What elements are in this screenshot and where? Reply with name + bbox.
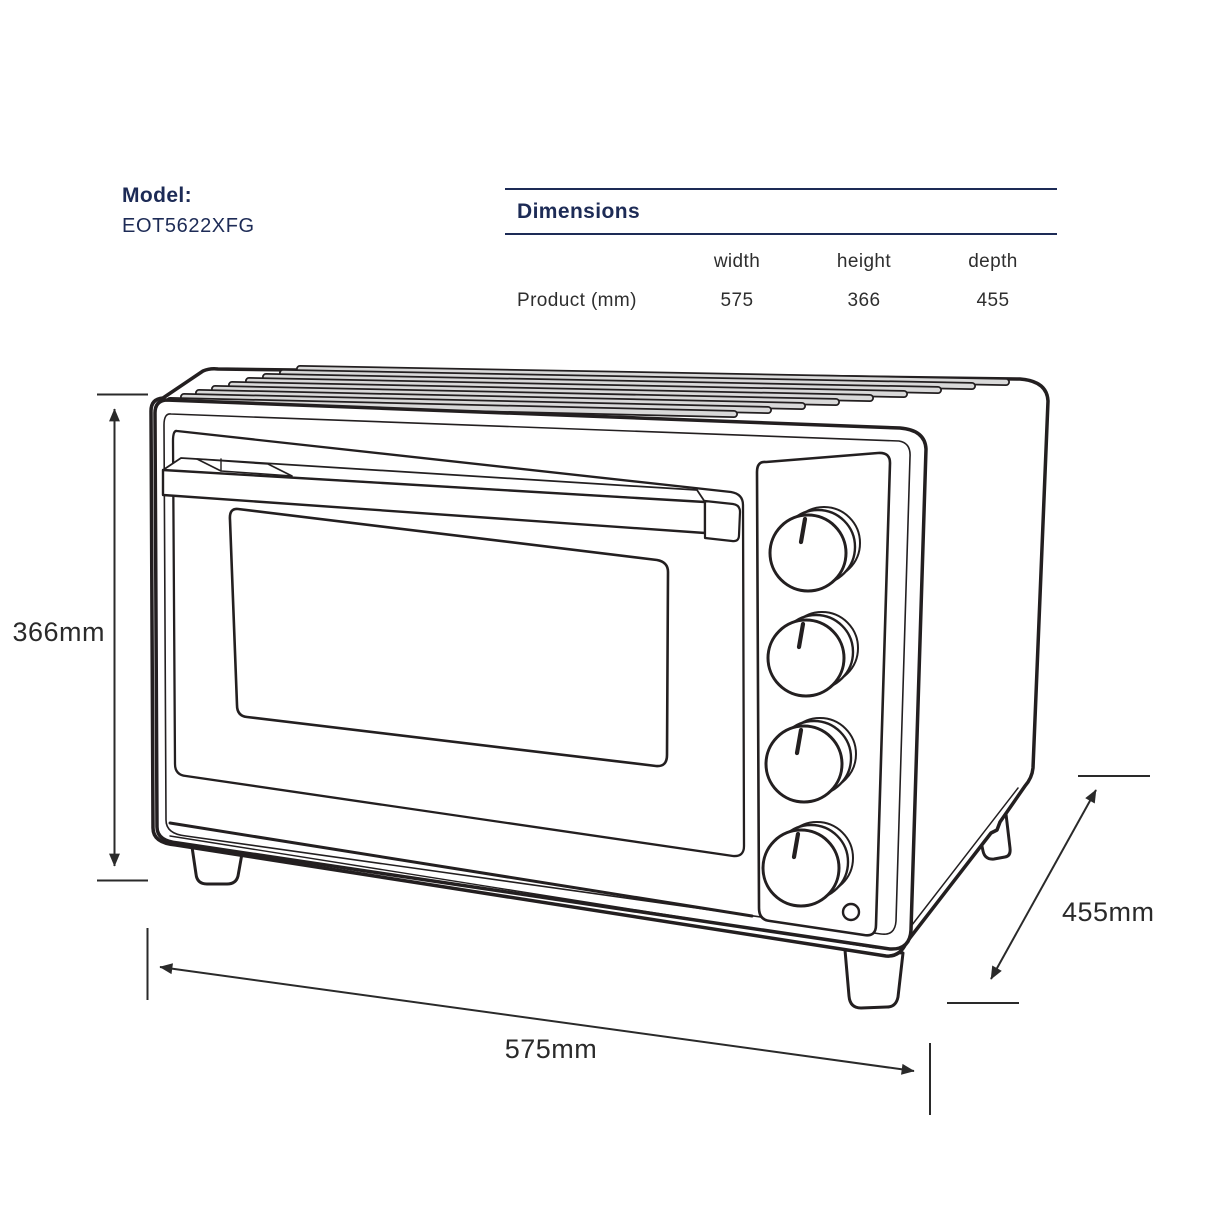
width-dimension: 575mm bbox=[146, 928, 931, 1115]
product-height-value: 366 bbox=[847, 290, 881, 311]
top-grill bbox=[166, 365, 1010, 418]
column-header-width: width bbox=[713, 251, 761, 272]
control-knobs bbox=[761, 506, 861, 922]
control-knob-1 bbox=[768, 506, 861, 593]
indicator-light bbox=[841, 902, 861, 922]
handle-end-cap bbox=[703, 499, 742, 543]
height-dimension-label: 366mm bbox=[12, 617, 105, 647]
door-handle bbox=[161, 457, 742, 543]
height-dimension: 366mm bbox=[12, 393, 148, 882]
depth-dimension: 455mm bbox=[947, 775, 1155, 1004]
row-label-product: Product (mm) bbox=[517, 290, 637, 311]
front-bezel-line bbox=[163, 413, 911, 936]
dimensions-table: Dimensions width height depth Product (m… bbox=[505, 188, 1057, 312]
control-knob-4 bbox=[761, 821, 854, 908]
model-number: EOT5622XFG bbox=[122, 215, 255, 237]
depth-dimension-label: 455mm bbox=[1062, 897, 1155, 927]
model-block: Model: EOT5622XFG bbox=[122, 184, 255, 238]
front-right-foot bbox=[843, 948, 905, 1010]
column-header-height: height bbox=[836, 251, 892, 272]
table-row: Product (mm) 575 366 455 bbox=[505, 273, 1057, 312]
product-depth-value: 455 bbox=[976, 290, 1010, 311]
column-header-depth: depth bbox=[968, 251, 1018, 272]
door-window bbox=[228, 507, 670, 768]
control-knob-3 bbox=[764, 717, 857, 804]
dimensions-table-title: Dimensions bbox=[505, 188, 1057, 235]
front-base-band bbox=[168, 821, 877, 949]
product-width-value: 575 bbox=[720, 290, 754, 311]
control-knob-2 bbox=[766, 611, 859, 698]
dimensions-table-header-row: width height depth bbox=[505, 235, 1057, 273]
width-dimension-label: 575mm bbox=[505, 1034, 598, 1064]
model-label: Model: bbox=[122, 184, 193, 207]
